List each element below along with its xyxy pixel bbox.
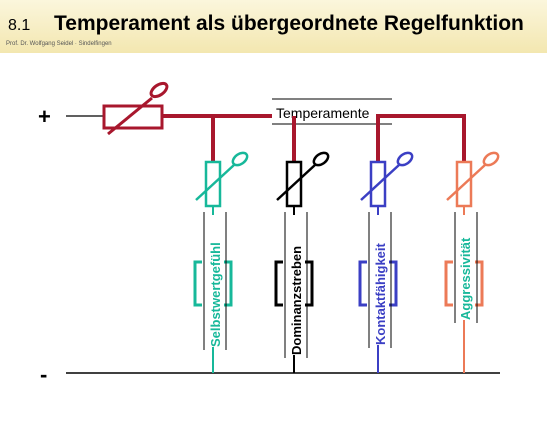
- left-bracket: [274, 260, 283, 307]
- right-bracket: [224, 260, 233, 307]
- right-bracket: [389, 260, 398, 307]
- left-bracket: [444, 260, 453, 307]
- header-bar: 8.1 Temperament als übergeordnete Regelf…: [0, 0, 547, 53]
- branch-kontaktfaehigkeit: Kontaktfähigkeit: [358, 116, 414, 373]
- slide-title: Temperament als übergeordnete Regelfunkt…: [54, 12, 524, 35]
- branch-selbstwertgefuehl: Selbstwertgefühl: [193, 116, 249, 373]
- minus-terminal-label: -: [40, 362, 47, 387]
- branch-label-aggressivitaet: Aggressivität: [458, 237, 473, 320]
- branch-aggressivitaet: Aggressivität: [444, 114, 500, 373]
- main-variable-resistor: [102, 81, 180, 136]
- branch-dominanzstreben: Dominanzstreben: [274, 116, 330, 373]
- left-bracket: [358, 260, 367, 307]
- bus-label-temperamente: Temperamente: [276, 105, 370, 121]
- branch-label-dominanzstreben: Dominanzstreben: [289, 246, 304, 355]
- branch-label-selbstwertgefuehl: Selbstwertgefühl: [208, 242, 223, 347]
- plus-terminal-label: +: [38, 104, 51, 129]
- left-bracket: [193, 260, 202, 307]
- author-credit: Prof. Dr. Wolfgang Seidel · Sindelfingen: [6, 41, 112, 47]
- slide-number: 8.1: [8, 17, 31, 34]
- right-bracket: [475, 260, 484, 307]
- right-bracket: [305, 260, 314, 307]
- branch-label-kontaktfaehigkeit: Kontaktfähigkeit: [373, 242, 388, 345]
